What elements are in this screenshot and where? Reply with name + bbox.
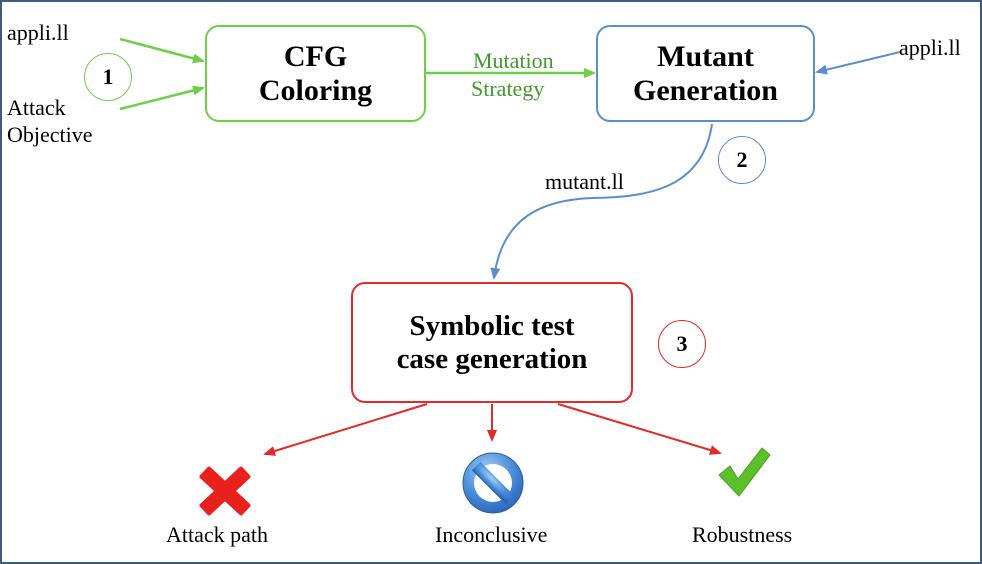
arrow-to-attack-path [263,403,428,456]
symbolic-line1: Symbolic test [409,310,575,343]
outcome-label-robustness: Robustness [692,522,793,547]
symbolic-test-box: Symbolic test case generation [351,282,633,403]
mutant-line2: Generation [633,73,778,107]
outcome-label-inconclusive: Inconclusive [435,522,548,547]
step-3-badge: 3 [658,320,706,368]
arrow-appli-to-cfg [119,37,205,64]
red-cross-icon [199,466,251,516]
cfg-line2: Coloring [258,73,373,107]
edge-label-strategy: Strategy [471,76,545,101]
arrow-appli-to-mutant [815,51,901,75]
arrow-mutant-to-symbolic [490,123,713,280]
input-appli-right: appli.ll [899,35,961,60]
step-2-badge: 2 [718,136,766,184]
cfg-coloring-box: CFG Coloring [205,25,426,122]
input-attack-line1: Attack [7,95,66,120]
mutant-line1: Mutant [657,39,754,73]
green-checkmark-icon [718,447,771,497]
step-1-badge: 1 [84,53,132,101]
symbolic-line2: case generation [396,342,588,375]
input-appli-left: appli.ll [7,20,69,45]
edge-label-mutant-ll: mutant.ll [545,169,624,194]
input-attack-line2: Objective [7,122,93,147]
mutant-generation-box: Mutant Generation [596,25,815,122]
outcome-label-attack-path: Attack path [166,522,269,547]
blue-prohibited-icon [462,452,524,514]
arrow-objective-to-cfg [119,85,205,111]
arrow-to-robustness [557,403,722,455]
edge-label-mutation: Mutation [473,48,554,73]
cfg-line1: CFG [283,39,348,73]
